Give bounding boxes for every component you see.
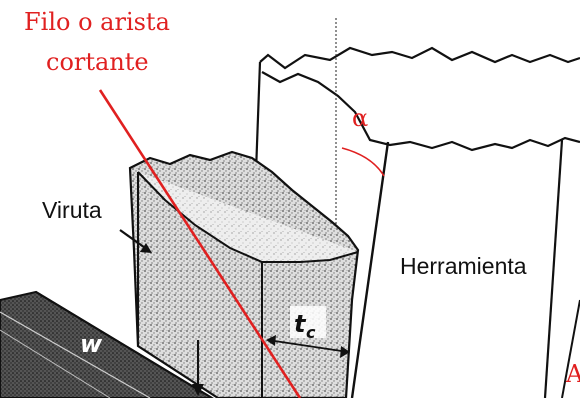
cutting-edge-leader — [98, 89, 302, 398]
width-label: w — [80, 330, 103, 358]
width-arrow — [192, 340, 204, 396]
thickness-arrow — [266, 335, 350, 358]
workpiece — [0, 290, 214, 398]
tool-body — [254, 46, 580, 398]
alpha-arc — [341, 147, 385, 177]
thickness-subscript: c — [306, 323, 316, 342]
thickness-label: t — [294, 310, 307, 338]
chip-arrow — [119, 229, 152, 253]
edge-fragment-label: A — [565, 360, 580, 388]
cutting-edge-label-line2: cortante — [46, 48, 149, 76]
cutting-edge-label-line1: Filo o arista — [24, 8, 170, 36]
thickness-label-bg — [290, 306, 326, 338]
chip-label: Viruta — [42, 197, 102, 223]
alpha-label: α — [352, 104, 368, 132]
tool-label: Herramienta — [400, 253, 527, 279]
